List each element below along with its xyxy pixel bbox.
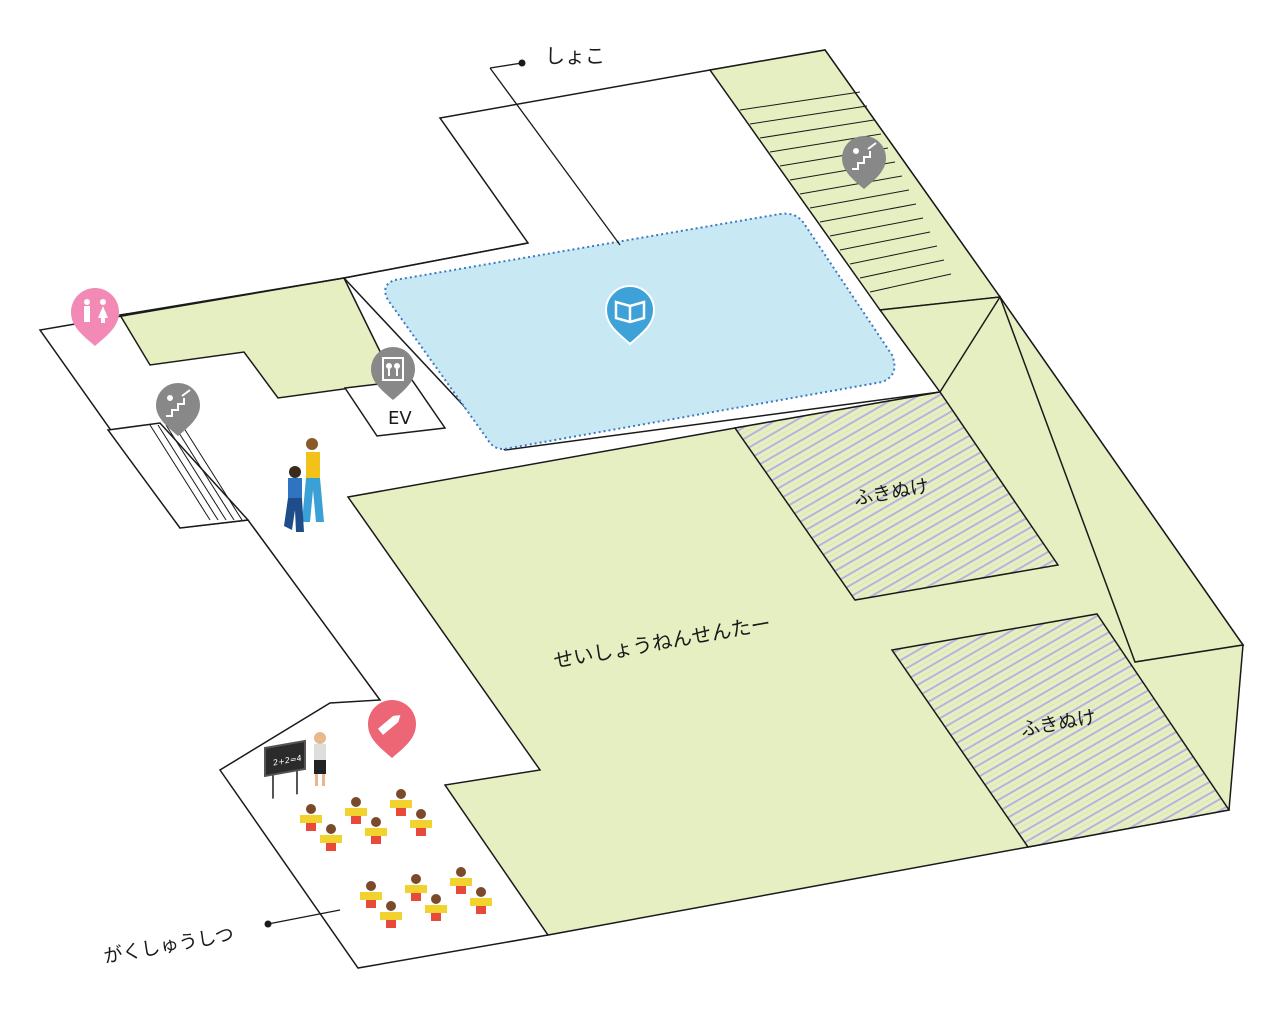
elevator-icon: [382, 357, 404, 381]
restroom-pin[interactable]: [71, 288, 119, 346]
archive-leader-line: [489, 62, 523, 69]
elevator-pin[interactable]: [371, 347, 415, 400]
stairs-right: [739, 91, 952, 293]
stairs-left-box: [106, 422, 250, 529]
stairs-pin-left[interactable]: [156, 383, 200, 436]
study-room-leader-line: [267, 909, 341, 925]
archive-label: しょこ: [545, 44, 605, 68]
classroom-illustration: 2+2=4: [264, 732, 492, 928]
people-illustration: [284, 438, 324, 532]
stairs-icon: [166, 389, 191, 417]
library-pin[interactable]: [604, 285, 656, 346]
void-1: [733, 391, 1060, 601]
void-2: [890, 613, 1231, 848]
stairs-left-steps: [149, 424, 243, 521]
stairs-pin-right[interactable]: [842, 136, 886, 189]
pencil-icon: [377, 715, 401, 735]
elevator-label: EV: [388, 408, 412, 429]
stairs-icon: [852, 142, 877, 170]
left-wall: [38, 242, 549, 969]
book-icon: [614, 300, 646, 324]
study-room-label: がくしゅうしつ: [102, 923, 236, 968]
study-room-pin[interactable]: [368, 700, 416, 758]
upper-left-corridor: [118, 277, 397, 399]
restroom-icon: [84, 299, 108, 323]
